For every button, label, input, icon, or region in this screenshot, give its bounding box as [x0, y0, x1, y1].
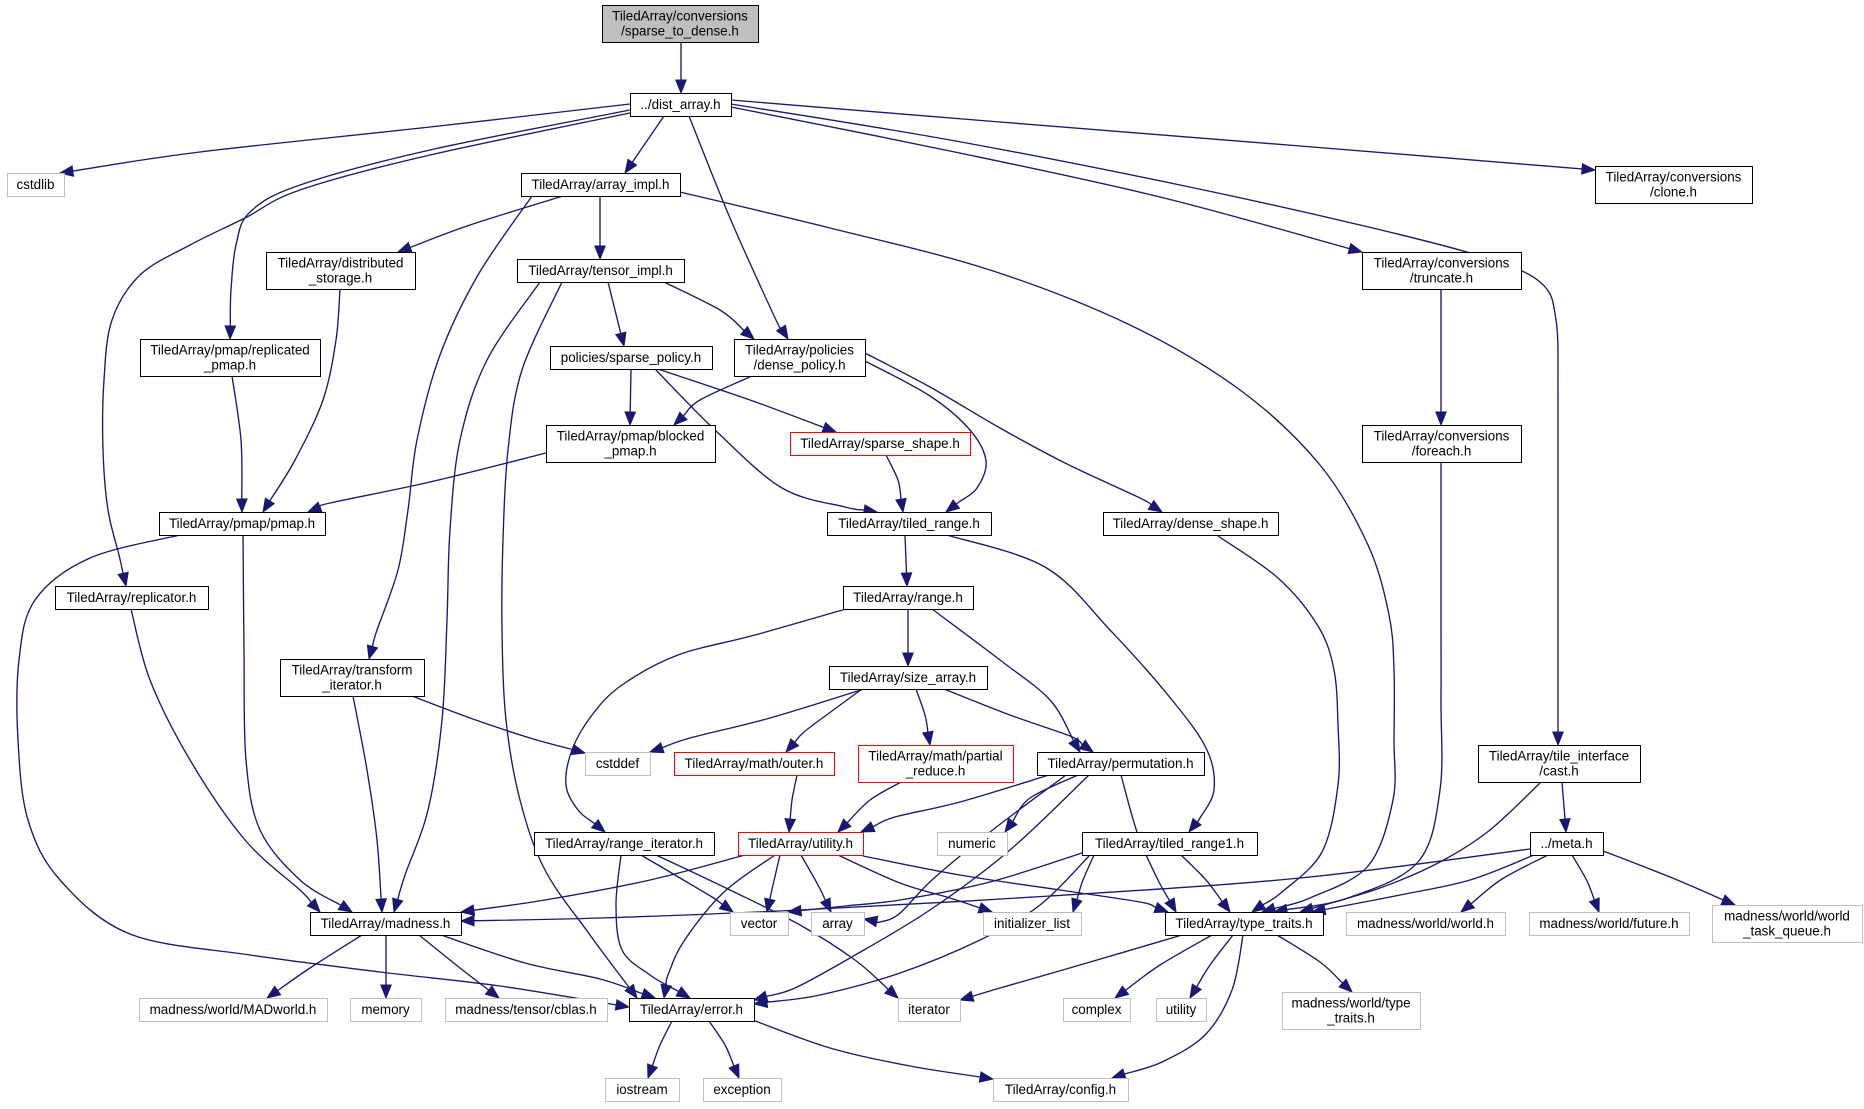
svg-text:_task_queue.h: _task_queue.h — [1742, 924, 1831, 939]
svg-text:_traits.h: _traits.h — [1326, 1011, 1375, 1026]
svg-text:_reduce.h: _reduce.h — [905, 764, 966, 779]
svg-text:TiledArray/math/outer.h: TiledArray/math/outer.h — [685, 756, 824, 771]
svg-text:TiledArray/pmap/pmap.h: TiledArray/pmap/pmap.h — [169, 516, 315, 531]
svg-text:TiledArray/tile_interface: TiledArray/tile_interface — [1489, 748, 1629, 763]
svg-text:/clone.h: /clone.h — [1650, 185, 1697, 200]
svg-text:madness/world/world.h: madness/world/world.h — [1357, 916, 1494, 931]
svg-text:../meta.h: ../meta.h — [1540, 836, 1592, 851]
svg-text:_iterator.h: _iterator.h — [321, 678, 382, 693]
svg-text:TiledArray/tiled_range1.h: TiledArray/tiled_range1.h — [1095, 836, 1244, 851]
svg-text:/dense_policy.h: /dense_policy.h — [753, 358, 845, 373]
svg-text:/sparse_to_dense.h: /sparse_to_dense.h — [621, 24, 739, 39]
svg-text:exception: exception — [713, 1082, 770, 1097]
svg-text:TiledArray/replicator.h: TiledArray/replicator.h — [67, 590, 197, 605]
svg-text:TiledArray/utility.h: TiledArray/utility.h — [748, 836, 853, 851]
svg-text:TiledArray/range.h: TiledArray/range.h — [853, 590, 963, 605]
svg-text:vector: vector — [741, 916, 778, 931]
svg-text:policies/sparse_policy.h: policies/sparse_policy.h — [561, 350, 701, 365]
svg-text:madness/world/future.h: madness/world/future.h — [1539, 916, 1678, 931]
svg-text:TiledArray/dense_shape.h: TiledArray/dense_shape.h — [1113, 516, 1269, 531]
svg-text:/truncate.h: /truncate.h — [1410, 271, 1473, 286]
svg-text:array: array — [822, 916, 853, 931]
svg-text:TiledArray/permutation.h: TiledArray/permutation.h — [1047, 756, 1193, 771]
svg-text:TiledArray/range_iterator.h: TiledArray/range_iterator.h — [545, 836, 703, 851]
svg-text:numeric: numeric — [948, 836, 996, 851]
svg-text:utility: utility — [1166, 1002, 1197, 1017]
svg-text:_storage.h: _storage.h — [308, 271, 372, 286]
svg-text:../dist_array.h: ../dist_array.h — [640, 97, 720, 112]
svg-text:TiledArray/size_array.h: TiledArray/size_array.h — [840, 670, 976, 685]
svg-text:TiledArray/tiled_range.h: TiledArray/tiled_range.h — [838, 516, 980, 531]
svg-text:TiledArray/conversions: TiledArray/conversions — [1374, 428, 1510, 443]
svg-text:/cast.h: /cast.h — [1539, 764, 1578, 779]
svg-text:initializer_list: initializer_list — [994, 916, 1070, 931]
svg-text:madness/tensor/cblas.h: madness/tensor/cblas.h — [455, 1002, 596, 1017]
svg-text:TiledArray/tensor_impl.h: TiledArray/tensor_impl.h — [528, 263, 673, 278]
svg-text:TiledArray/conversions: TiledArray/conversions — [1374, 255, 1510, 270]
svg-text:TiledArray/conversions: TiledArray/conversions — [612, 8, 748, 23]
svg-text:TiledArray/distributed: TiledArray/distributed — [277, 255, 403, 270]
svg-text:/foreach.h: /foreach.h — [1412, 444, 1472, 459]
svg-text:madness/world/world: madness/world/world — [1724, 908, 1850, 923]
svg-text:TiledArray/policies: TiledArray/policies — [745, 342, 854, 357]
svg-text:iostream: iostream — [616, 1082, 667, 1097]
svg-text:TiledArray/pmap/blocked: TiledArray/pmap/blocked — [557, 428, 705, 443]
svg-text:TiledArray/config.h: TiledArray/config.h — [1005, 1082, 1116, 1097]
svg-text:TiledArray/error.h: TiledArray/error.h — [640, 1002, 743, 1017]
svg-text:madness/world/MADworld.h: madness/world/MADworld.h — [150, 1002, 317, 1017]
svg-text:memory: memory — [361, 1002, 410, 1017]
svg-text:cstdlib: cstdlib — [17, 177, 55, 192]
svg-text:TiledArray/conversions: TiledArray/conversions — [1606, 169, 1742, 184]
svg-text:TiledArray/type_traits.h: TiledArray/type_traits.h — [1175, 916, 1312, 931]
svg-text:complex: complex — [1072, 1002, 1122, 1017]
svg-text:_pmap.h: _pmap.h — [203, 358, 256, 373]
svg-text:madness/world/type: madness/world/type — [1291, 995, 1410, 1010]
svg-text:TiledArray/transform: TiledArray/transform — [292, 662, 413, 677]
svg-text:TiledArray/pmap/replicated: TiledArray/pmap/replicated — [150, 342, 310, 357]
svg-text:cstddef: cstddef — [596, 756, 639, 771]
svg-text:iterator: iterator — [908, 1002, 950, 1017]
svg-text:TiledArray/madness.h: TiledArray/madness.h — [321, 916, 451, 931]
svg-text:TiledArray/sparse_shape.h: TiledArray/sparse_shape.h — [800, 436, 960, 451]
svg-text:TiledArray/array_impl.h: TiledArray/array_impl.h — [532, 177, 670, 192]
svg-text:_pmap.h: _pmap.h — [603, 444, 656, 459]
svg-text:TiledArray/math/partial: TiledArray/math/partial — [868, 748, 1002, 763]
